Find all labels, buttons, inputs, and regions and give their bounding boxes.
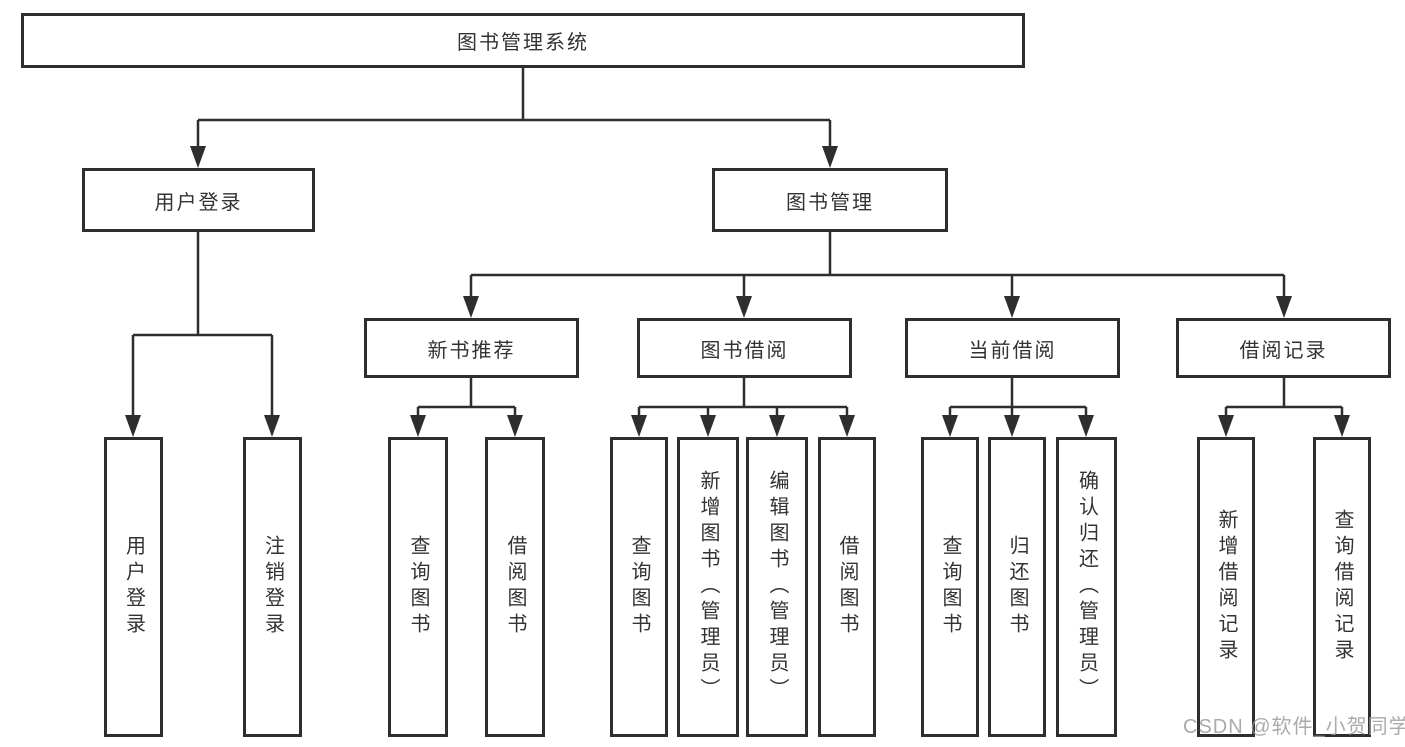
- leaf-query-books-current: 查询图书: [921, 437, 979, 737]
- leaf-query-books-recommend-label: 查询图书: [407, 535, 429, 639]
- leaf-add-borrow-record-label: 新增借阅记录: [1215, 509, 1237, 665]
- leaf-logout-label: 注销登录: [261, 535, 284, 639]
- leaf-query-books-recommend: 查询图书: [388, 437, 448, 737]
- leaf-borrow-books-label: 借阅图书: [836, 535, 858, 639]
- node-current-borrow: 当前借阅: [905, 318, 1120, 378]
- leaf-query-books-borrow-label: 查询图书: [628, 535, 650, 639]
- leaf-borrow-books-recommend-label: 借阅图书: [504, 535, 526, 639]
- leaf-add-books-admin: 新增图书（管理员）: [677, 437, 739, 737]
- leaf-add-books-admin-label: 新增图书（管理员）: [697, 470, 719, 704]
- node-book-borrow: 图书借阅: [637, 318, 852, 378]
- leaf-query-books-current-label: 查询图书: [939, 535, 961, 639]
- leaf-user-login-label: 用户登录: [122, 535, 145, 639]
- leaf-add-borrow-record: 新增借阅记录: [1197, 437, 1255, 737]
- csdn-watermark: CSDN @软件_小贺同学: [1183, 716, 1405, 738]
- leaf-edit-books-admin: 编辑图书（管理员）: [746, 437, 808, 737]
- leaf-confirm-return-admin-label: 确认归还（管理员）: [1075, 470, 1098, 704]
- leaf-user-login: 用户登录: [104, 437, 163, 737]
- leaf-edit-books-admin-label: 编辑图书（管理员）: [766, 470, 788, 704]
- leaf-borrow-books-recommend: 借阅图书: [485, 437, 545, 737]
- node-book-management: 图书管理: [712, 168, 948, 232]
- node-library-management-system: 图书管理系统: [21, 13, 1025, 68]
- leaf-logout: 注销登录: [243, 437, 302, 737]
- leaf-confirm-return-admin: 确认归还（管理员）: [1056, 437, 1117, 737]
- leaf-query-borrow-record-label: 查询借阅记录: [1331, 509, 1353, 665]
- node-borrow-records: 借阅记录: [1176, 318, 1391, 378]
- node-user-login: 用户登录: [82, 168, 315, 232]
- leaf-query-books-borrow: 查询图书: [610, 437, 668, 737]
- leaf-return-books: 归还图书: [988, 437, 1046, 737]
- leaf-borrow-books: 借阅图书: [818, 437, 876, 737]
- leaf-query-borrow-record: 查询借阅记录: [1313, 437, 1371, 737]
- node-new-book-recommend: 新书推荐: [364, 318, 579, 378]
- leaf-return-books-label: 归还图书: [1006, 535, 1028, 639]
